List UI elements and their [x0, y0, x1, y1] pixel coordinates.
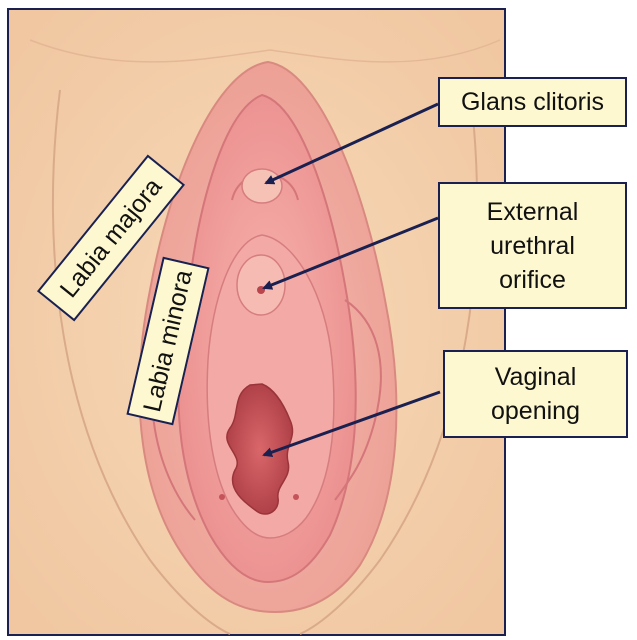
arrow-vaginal-opening	[262, 390, 441, 458]
thigh-contour-left	[51, 89, 231, 635]
gland-dot-right	[293, 494, 299, 500]
label-external-urethral-orifice: External urethral orifice	[438, 182, 627, 309]
arrow-urethral-orifice	[262, 216, 439, 290]
label-vaginal-opening-text: Vaginal opening	[491, 363, 580, 425]
label-glans-clitoris: Glans clitoris	[438, 77, 627, 127]
label-external-urethral-orifice-text: External urethral orifice	[486, 197, 579, 294]
mons-contour	[29, 39, 501, 63]
arrow-glans-clitoris	[264, 102, 439, 185]
labia-fold-right	[334, 299, 382, 501]
label-vaginal-opening: Vaginal opening	[443, 350, 628, 438]
gland-dot-left	[219, 494, 225, 500]
glans-clitoris-shape	[241, 168, 283, 204]
vaginal-opening-shape	[226, 383, 294, 515]
label-glans-clitoris-text: Glans clitoris	[460, 88, 605, 116]
urethral-area	[236, 254, 286, 316]
